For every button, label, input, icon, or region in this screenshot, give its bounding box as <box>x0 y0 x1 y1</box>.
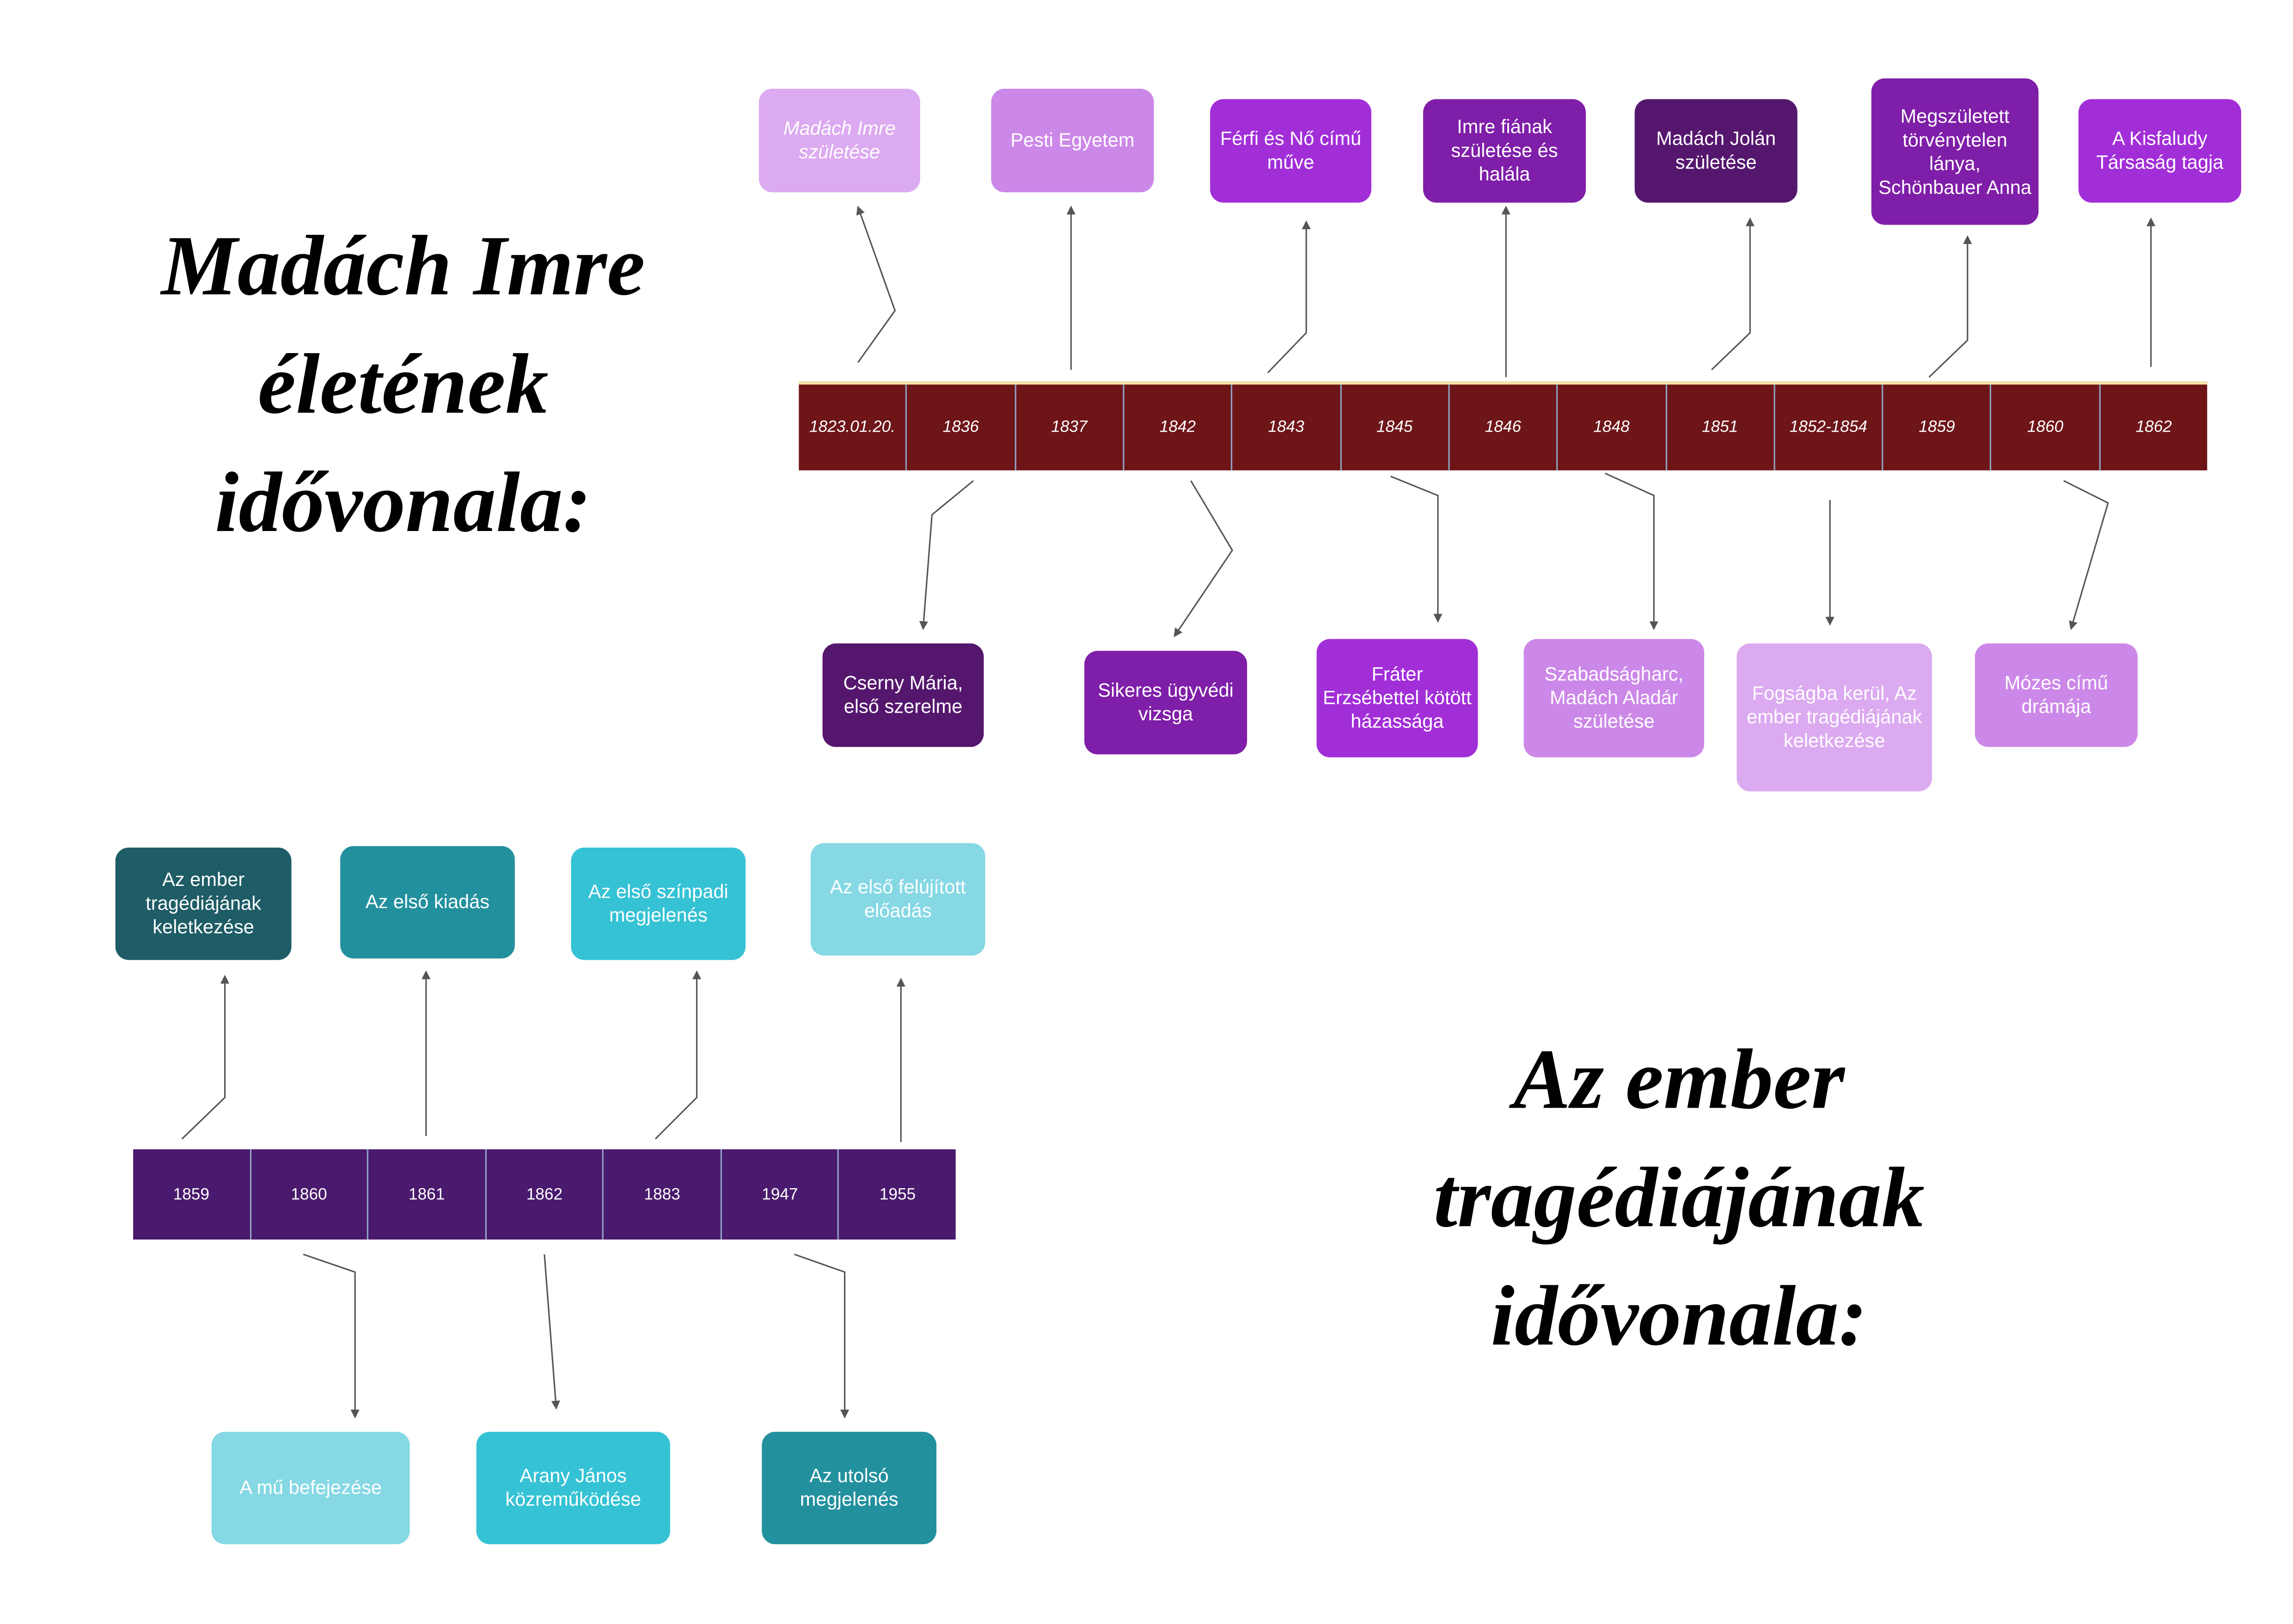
title-line: idővonala: <box>1491 1267 1868 1364</box>
event-box: Az első felújított előadás <box>810 843 985 956</box>
year-cell: 1883 <box>604 1149 722 1240</box>
year-cell: 1851 <box>1666 385 1775 470</box>
year-cell: 1852-1854 <box>1775 385 1883 470</box>
year-cell: 1859 <box>133 1149 251 1240</box>
event-box: Az első kiadás <box>340 846 515 959</box>
event-box: Fráter Erzsébettel kötött házassága <box>1316 639 1478 757</box>
year-cell: 1836 <box>907 385 1016 470</box>
connector-arrow <box>2063 480 2109 630</box>
title-line: idővonala: <box>214 454 592 550</box>
event-box: Madách Imre születése <box>758 89 920 193</box>
event-box: Az utolsó megjelenés <box>762 1432 936 1545</box>
event-box: Az ember tragédiájának keletkezése <box>115 847 292 960</box>
connector-arrow <box>1711 217 1755 371</box>
connector-arrow <box>1390 476 1443 623</box>
year-cell: 1860 <box>1992 385 2101 470</box>
event-box: Szabadságharc, Madách Aladár születése <box>1523 639 1705 757</box>
year-cell: 1861 <box>368 1149 487 1240</box>
event-box: Az első színpadi megjelenés <box>571 847 746 960</box>
year-cell: 1842 <box>1124 385 1233 470</box>
year-cell: 1846 <box>1449 385 1558 470</box>
event-box: Cserny Mária, első szerelme <box>822 643 984 747</box>
title-line: Madách Imre <box>161 217 645 314</box>
event-box: Sikeres ügyvédi vizsga <box>1084 651 1247 755</box>
title-line: életének <box>257 336 549 432</box>
year-cell: 1845 <box>1341 385 1450 470</box>
event-box: Férfi és Nő című műve <box>1210 99 1371 203</box>
connector-arrow <box>303 1253 360 1419</box>
connector-arrow <box>919 480 974 630</box>
connector-arrow <box>794 1253 850 1419</box>
year-cell: 1947 <box>722 1149 840 1240</box>
year-cell: 1823.01.20. <box>799 385 907 470</box>
connector-arrow <box>1928 235 1972 378</box>
year-cell: 1862 <box>486 1149 604 1240</box>
event-box: Arany János közreműködése <box>476 1432 670 1545</box>
title-line: Az ember <box>1513 1031 1845 1127</box>
year-cell: 1860 <box>251 1149 369 1240</box>
year-cell: 1843 <box>1233 385 1341 470</box>
event-box: A mű befejezése <box>211 1432 410 1545</box>
connector-arrow <box>181 975 230 1140</box>
connector-arrow <box>1604 472 1658 630</box>
connector-arrow <box>544 1254 560 1410</box>
connector-arrow <box>856 206 896 363</box>
connector-arrow <box>1174 480 1233 637</box>
year-cell: 1848 <box>1558 385 1667 470</box>
event-box: A Kisfaludy Társaság tagja <box>2078 99 2241 203</box>
connector-arrow <box>1267 220 1311 373</box>
year-cell: 1862 <box>2135 418 2172 437</box>
event-box: Mózes című drámája <box>1975 643 2138 747</box>
event-box: Madách Jolán születése <box>1634 99 1798 203</box>
year-cell: 1955 <box>879 1185 916 1203</box>
year-cell: 1859 <box>1883 385 1992 470</box>
event-box: Pesti Egyetem <box>991 89 1154 193</box>
event-box: Imre fiának születése és halála <box>1423 99 1586 203</box>
event-box: Fogságba kerül, Az ember tragédiájának k… <box>1737 643 1932 792</box>
year-cell: 1837 <box>1016 385 1125 470</box>
madach-timeline-title: Madách Imre életének idővonala: <box>89 207 717 562</box>
event-box: Megszületett törvénytelen lánya, Schönba… <box>1871 78 2039 225</box>
title-line: tragédiájának <box>1433 1149 1925 1245</box>
connector-arrow <box>654 970 702 1140</box>
tragedia-timeline-title: Az ember tragédiájának idővonala: <box>1332 1020 2027 1375</box>
